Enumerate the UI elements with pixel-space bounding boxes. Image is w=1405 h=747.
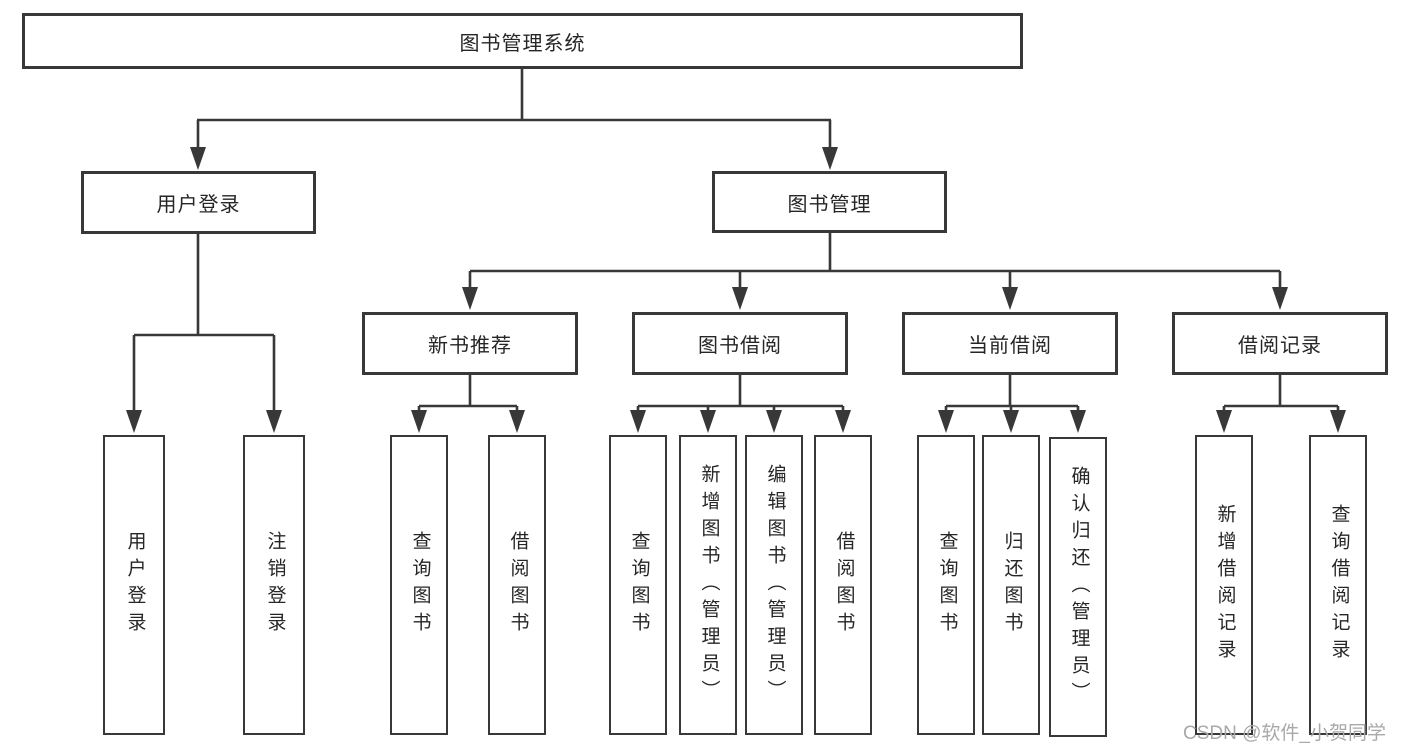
leaf-br-query-record: 查询借阅记录 (1309, 435, 1367, 735)
watermark: CSDN @软件_小贺同学 (1183, 723, 1386, 744)
arrow-down-icon (190, 147, 206, 170)
node-borrow-record-label: 借阅记录 (1238, 335, 1322, 357)
leaf-user-login-label: 用户登录 (124, 531, 146, 639)
leaf-logout: 注销登录 (243, 435, 305, 735)
leaf-nb-borrow-book: 借阅图书 (488, 435, 546, 735)
node-book-borrow: 图书借阅 (632, 312, 848, 375)
connector-borrow-record-branch (1216, 375, 1346, 433)
arrow-down-icon (126, 410, 142, 433)
leaf-cb-query-book: 查询图书 (917, 435, 975, 735)
arrow-down-icon (835, 410, 851, 433)
leaf-logout-label: 注销登录 (264, 531, 286, 639)
leaf-nb-query-book: 查询图书 (390, 435, 448, 735)
arrow-down-icon (938, 410, 954, 433)
leaf-nb-query-book-label: 查询图书 (409, 531, 431, 639)
node-book-management: 图书管理 (712, 171, 947, 233)
connector-new-book-branch (411, 375, 525, 433)
leaf-bb-add-book: 新增图书（管理员） (679, 435, 737, 735)
node-new-book-recommend-label: 新书推荐 (428, 335, 512, 357)
arrow-down-icon (509, 410, 525, 433)
node-user-login: 用户登录 (81, 171, 316, 234)
arrow-down-icon (766, 410, 782, 433)
node-book-management-label: 图书管理 (787, 193, 872, 216)
node-library-management-system: 图书管理系统 (22, 13, 1023, 69)
connector-book-borrow-branch (630, 375, 851, 433)
arrow-down-icon (266, 410, 282, 433)
arrow-down-icon (630, 410, 646, 433)
node-new-book-recommend: 新书推荐 (362, 312, 578, 375)
leaf-cb-return-book-label: 归还图书 (1001, 531, 1023, 639)
leaf-cb-return-book: 归还图书 (982, 435, 1040, 735)
leaf-br-add-record: 新增借阅记录 (1195, 435, 1253, 735)
arrow-down-icon (700, 410, 716, 433)
leaf-bb-borrow-book-label: 借阅图书 (833, 531, 855, 639)
leaf-bb-edit-book-label: 编辑图书（管理员） (764, 463, 786, 707)
arrow-down-icon (822, 147, 838, 170)
leaf-bb-borrow-book: 借阅图书 (814, 435, 872, 735)
node-library-management-system-label: 图书管理系统 (459, 32, 586, 55)
arrow-down-icon (1330, 410, 1346, 433)
leaf-bb-query-book: 查询图书 (609, 435, 667, 735)
arrow-down-icon (1003, 410, 1019, 433)
leaf-user-login: 用户登录 (103, 435, 165, 735)
leaf-bb-add-book-label: 新增图书（管理员） (698, 463, 720, 707)
arrow-down-icon (1272, 287, 1288, 310)
leaf-cb-confirm-return: 确认归还（管理员） (1049, 437, 1107, 737)
leaf-br-add-record-label: 新增借阅记录 (1214, 504, 1236, 666)
node-borrow-record: 借阅记录 (1172, 312, 1388, 375)
arrow-down-icon (1070, 410, 1086, 433)
arrow-down-icon (1216, 410, 1232, 433)
arrow-down-icon (462, 287, 478, 310)
arrow-down-icon (411, 410, 427, 433)
leaf-nb-borrow-book-label: 借阅图书 (507, 531, 529, 639)
arrow-down-icon (732, 287, 748, 310)
connector-book-management-branch (462, 233, 1288, 310)
node-user-login-label: 用户登录 (156, 194, 241, 216)
node-book-borrow-label: 图书借阅 (698, 335, 782, 357)
connector-current-borrow-branch (938, 375, 1086, 433)
arrow-down-icon (1002, 287, 1018, 310)
leaf-bb-edit-book: 编辑图书（管理员） (745, 435, 803, 735)
leaf-bb-query-book-label: 查询图书 (628, 531, 650, 639)
node-current-borrow-label: 当前借阅 (968, 335, 1052, 357)
leaf-cb-confirm-return-label: 确认归还（管理员） (1068, 465, 1090, 709)
node-current-borrow: 当前借阅 (902, 312, 1118, 375)
connector-trunk (190, 69, 838, 170)
leaf-cb-query-book-label: 查询图书 (936, 531, 958, 639)
leaf-br-query-record-label: 查询借阅记录 (1328, 504, 1350, 666)
connector-user-login-branch (126, 234, 282, 433)
